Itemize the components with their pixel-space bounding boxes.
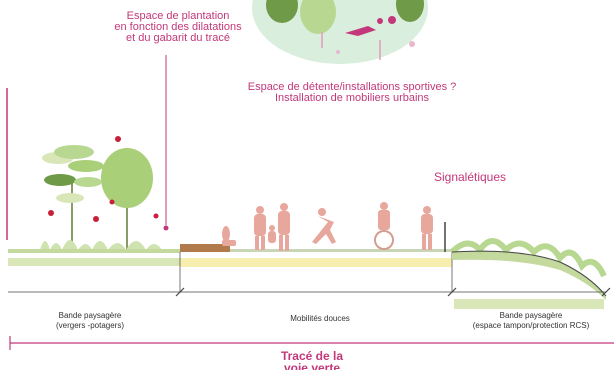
relaxation-sport-vignette [252,0,428,64]
wooden-bench [180,244,230,252]
detente-annotation: Espace de détente/installations sportive… [212,82,492,104]
path-surface [180,249,452,252]
signaletiques-annotation: Signalétiques [433,170,507,184]
voie-verte-title-line-1: Tracé de la [280,349,344,363]
right-slope [452,251,606,300]
plantation-line-3: et du gabarit du tracé [126,32,230,44]
voie-verte-title-line-2: voie verte [283,361,341,370]
voie-verte-title: Tracé de la voie verte [252,350,372,370]
pedestrians-cyclists [222,202,433,251]
band-left-label: Bande paysagère (vergers -potagers) [20,311,160,331]
orchard-trees [40,136,162,250]
band-left-title: Bande paysagère [58,311,122,320]
detente-line-1: Espace de détente/installations sportive… [247,81,457,93]
detente-line-2: Installation de mobiliers urbains [274,92,430,104]
band-right-label: Bande paysagère (espace tampon/protectio… [452,311,610,331]
right-band-swatch [454,299,604,309]
path-yellow-band [180,258,452,267]
band-right-subtitle: (espace tampon/protection RCS) [472,321,590,330]
band-middle-title: Mobilités douces [290,314,350,323]
plantation-line-2: en fonction des dilatations [114,21,242,33]
band-left-subtitle: (vergers -potagers) [55,321,125,330]
band-right-title: Bande paysagère [499,311,563,320]
plantation-annotation: Espace de plantation en fonction des dil… [88,11,268,44]
ground-left-top [8,249,180,253]
band-middle-label: Mobilités douces [250,314,390,324]
ground-left-band [8,258,180,266]
plantation-line-1: Espace de plantation [126,10,230,22]
